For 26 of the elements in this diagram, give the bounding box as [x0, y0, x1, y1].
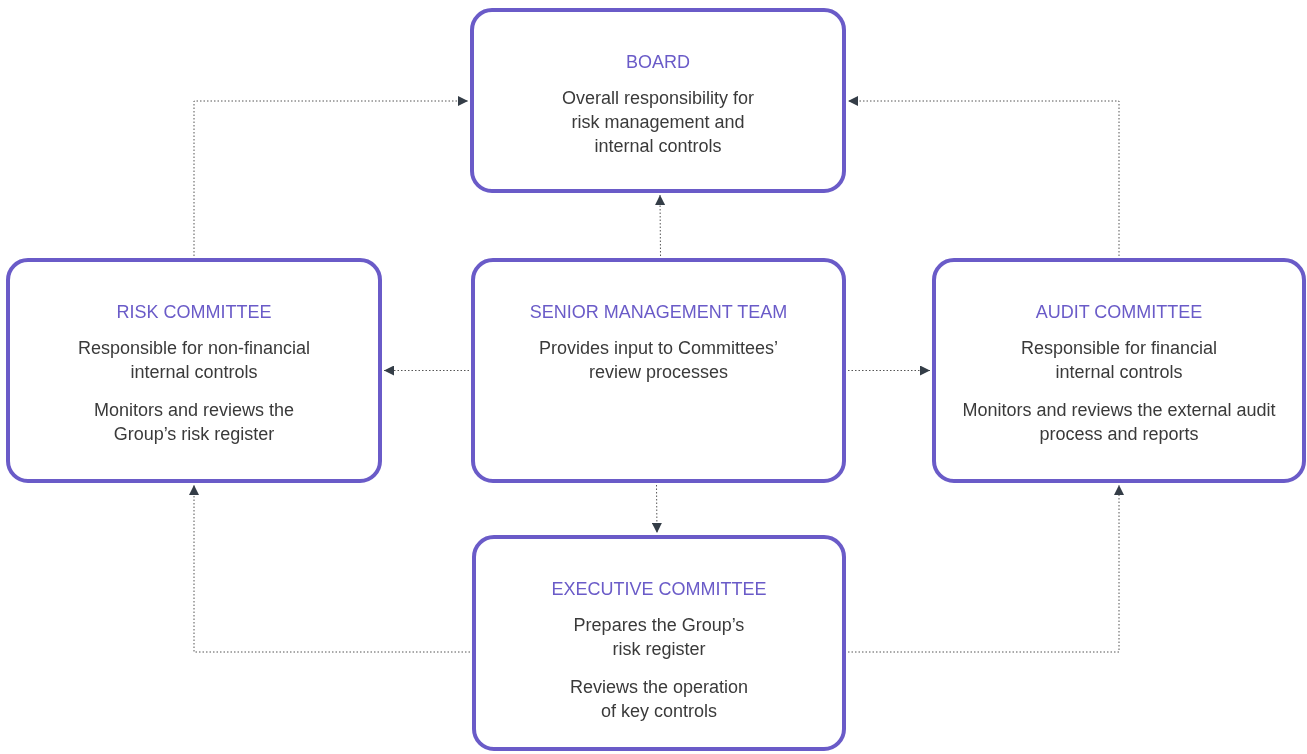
committee-box — [472, 535, 846, 751]
arrow — [847, 365, 931, 376]
committee-box — [6, 258, 382, 483]
arrow — [655, 194, 666, 257]
description: Overall responsibility for risk management and internal controls — [560, 87, 756, 158]
committee-box — [471, 258, 846, 483]
committee-box — [932, 258, 1306, 483]
arrow — [189, 484, 471, 653]
description: Reviews the operation of key controls — [568, 676, 750, 723]
description: Monitors and reviews the external audit process and reports — [961, 399, 1277, 446]
description: Prepares the Group’s risk register — [572, 614, 746, 661]
box-title: EXECUTIVE COMMITTEE — [551, 578, 767, 601]
box-title: RISK COMMITTEE — [116, 301, 272, 324]
arrow — [383, 365, 470, 376]
arrow — [651, 484, 662, 534]
box-title: SENIOR MANAGEMENT TEAM — [529, 301, 788, 324]
arrow — [847, 96, 1120, 257]
arrow — [847, 484, 1124, 653]
arrow — [193, 96, 469, 257]
box-title: BOARD — [626, 51, 690, 74]
box-title: AUDIT COMMITTEE — [1035, 301, 1203, 324]
description: Monitors and reviews the Group’s risk register — [92, 399, 296, 446]
description: Responsible for non-financial internal controls — [76, 337, 312, 384]
description: Provides input to Committees’ review processes — [537, 337, 780, 384]
committee-box — [470, 8, 846, 193]
description: Responsible for financial internal controls — [1019, 337, 1219, 384]
